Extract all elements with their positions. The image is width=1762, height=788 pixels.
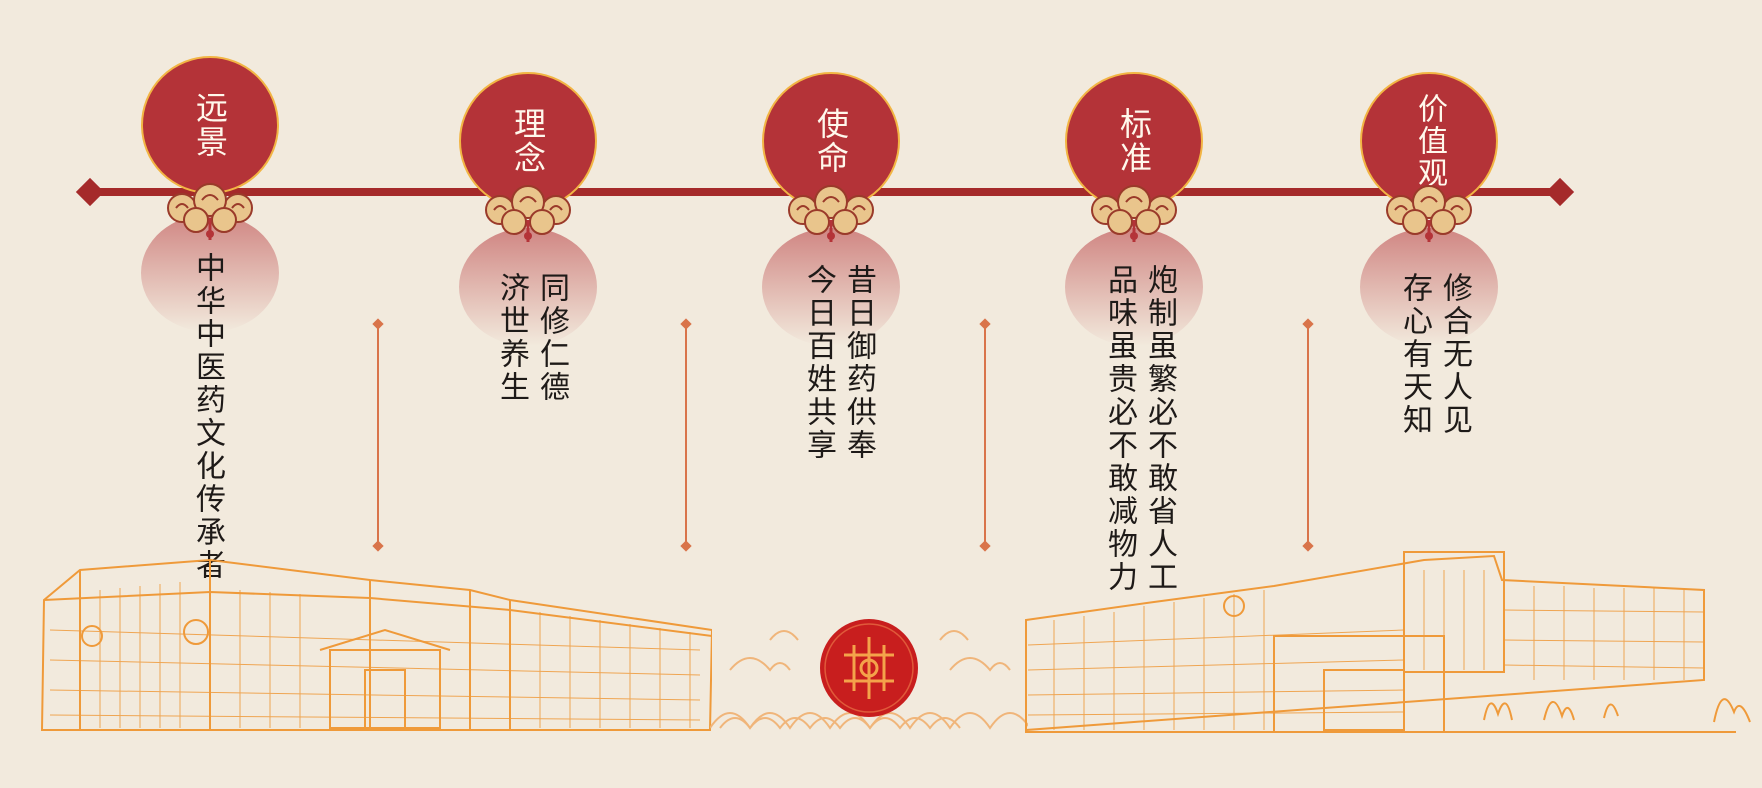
red-seal-emblem-icon — [820, 619, 918, 717]
timeline-start-diamond-icon — [75, 177, 105, 207]
cloud-ornament-icon — [1386, 185, 1472, 242]
divider-line — [680, 318, 692, 552]
node-fade-circle — [1360, 228, 1498, 346]
timeline-end-diamond-icon — [1545, 177, 1575, 207]
divider-line — [372, 318, 384, 552]
cloud-ornament-icon — [788, 185, 874, 242]
node-fade-circle — [762, 228, 900, 346]
cloud-ornament-icon — [167, 183, 253, 240]
node-text: 同修仁德 济世养生 — [494, 272, 569, 404]
node-fade-circle — [1065, 228, 1203, 346]
divider-line — [979, 318, 991, 552]
node-text: 中华中医药文化传承者 — [190, 252, 225, 582]
building-illustration-icon — [40, 558, 712, 731]
building-illustration-icon — [1025, 551, 1751, 733]
node-title: 使命 — [812, 107, 850, 175]
node-circle: 价值观 — [1360, 72, 1498, 210]
cloud-ornament-icon — [1091, 185, 1177, 242]
node-title: 价值观 — [1412, 93, 1447, 189]
node-text: 昔日御药供奉 今日百姓共享 — [801, 264, 876, 462]
divider-line — [1302, 318, 1314, 552]
node-title: 标准 — [1115, 107, 1153, 175]
node-text: 炮制虽繁必不敢省人工 品味虽贵必不敢减物力 — [1102, 264, 1177, 594]
node-circle: 远景 — [141, 56, 279, 194]
node-title: 理念 — [509, 107, 547, 175]
node-text: 修合无人见 存心有天知 — [1397, 272, 1472, 437]
node-title: 远景 — [191, 91, 229, 159]
wave-cloud-decoration-icon — [710, 630, 1028, 730]
node-fade-circle — [459, 228, 597, 346]
cloud-ornament-icon — [485, 185, 571, 242]
